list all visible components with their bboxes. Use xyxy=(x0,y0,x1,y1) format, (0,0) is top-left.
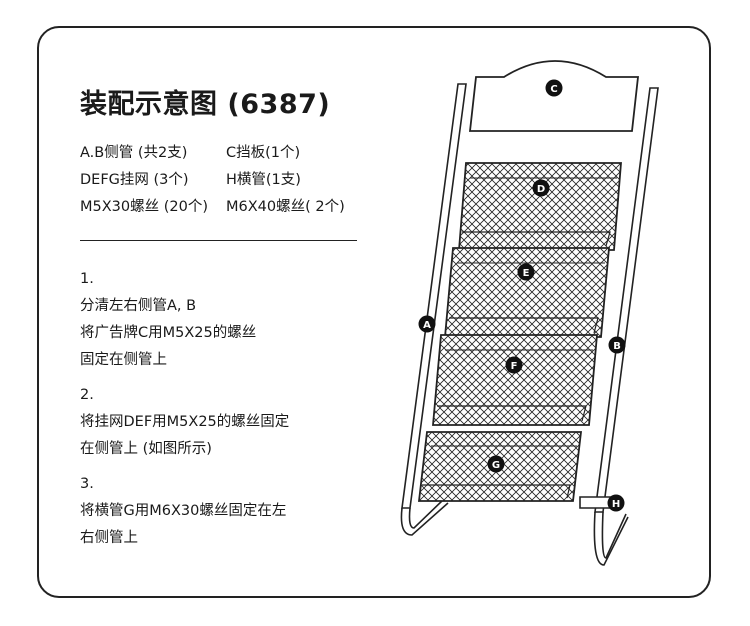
label-marker-a: A xyxy=(418,315,436,333)
part-item: A.B侧管 (共2支) xyxy=(80,145,188,161)
label-marker-d: D xyxy=(532,179,550,197)
step-text: 在侧管上 (如图所示) xyxy=(80,441,212,457)
part-item: DEFG挂网 (3个) xyxy=(80,172,189,188)
label-marker-g: G xyxy=(487,455,505,473)
step-number: 1. xyxy=(80,271,94,287)
step-text: 将横管G用M6X30螺丝固定在左 xyxy=(80,503,287,519)
assembly-steps: 1. 分清左右侧管A, B 将广告牌C用M5X25的螺丝 固定在侧管上 2. 将… xyxy=(80,266,289,560)
label-b-text: B xyxy=(613,341,621,352)
label-marker-c: C xyxy=(545,79,563,97)
label-h-text: H xyxy=(612,499,620,510)
parts-row: M5X30螺丝 (20个) M6X40螺丝( 2个) xyxy=(80,194,345,221)
page-title: 装配示意图 (6387) xyxy=(80,89,331,120)
part-item: H横管(1支) xyxy=(226,172,301,188)
part-item: M6X40螺丝( 2个) xyxy=(226,199,345,215)
step-text: 右侧管上 xyxy=(80,530,138,546)
label-g-text: G xyxy=(492,460,500,471)
parts-list: A.B侧管 (共2支) C挡板(1个) DEFG挂网 (3个) H横管(1支) M5… xyxy=(80,140,345,221)
step-text: 固定在侧管上 xyxy=(80,352,167,368)
label-marker-e: E xyxy=(517,263,535,281)
step-3: 3. 将横管G用M6X30螺丝固定在左 右侧管上 xyxy=(80,471,289,552)
step-number: 3. xyxy=(80,476,94,492)
step-number: 2. xyxy=(80,387,94,403)
step-1: 1. 分清左右侧管A, B 将广告牌C用M5X25的螺丝 固定在侧管上 xyxy=(80,266,289,374)
content-frame xyxy=(37,26,711,598)
label-a-text: A xyxy=(423,320,431,331)
label-e-text: E xyxy=(523,268,530,279)
step-2: 2. 将挂网DEF用M5X25的螺丝固定 在侧管上 (如图所示) xyxy=(80,382,289,463)
part-item: M5X30螺丝 (20个) xyxy=(80,199,208,215)
label-d-text: D xyxy=(537,184,545,195)
part-item: C挡板(1个) xyxy=(226,145,301,161)
step-text: 将广告牌C用M5X25的螺丝 xyxy=(80,325,257,341)
label-marker-b: B xyxy=(608,336,626,354)
label-c-text: C xyxy=(550,84,557,95)
label-marker-f: F xyxy=(505,356,523,374)
label-marker-h: H xyxy=(607,494,625,512)
mesh-rack-f xyxy=(432,334,598,426)
parts-row: DEFG挂网 (3个) H横管(1支) xyxy=(80,167,345,194)
base-legs xyxy=(400,498,629,566)
mesh-rack-d xyxy=(458,162,622,251)
section-divider xyxy=(80,240,357,241)
mesh-rack-e xyxy=(444,247,610,338)
label-f-text: F xyxy=(511,361,518,372)
parts-row: A.B侧管 (共2支) C挡板(1个) xyxy=(80,140,345,167)
step-text: 将挂网DEF用M5X25的螺丝固定 xyxy=(80,414,290,430)
step-text: 分清左右侧管A, B xyxy=(80,298,197,314)
